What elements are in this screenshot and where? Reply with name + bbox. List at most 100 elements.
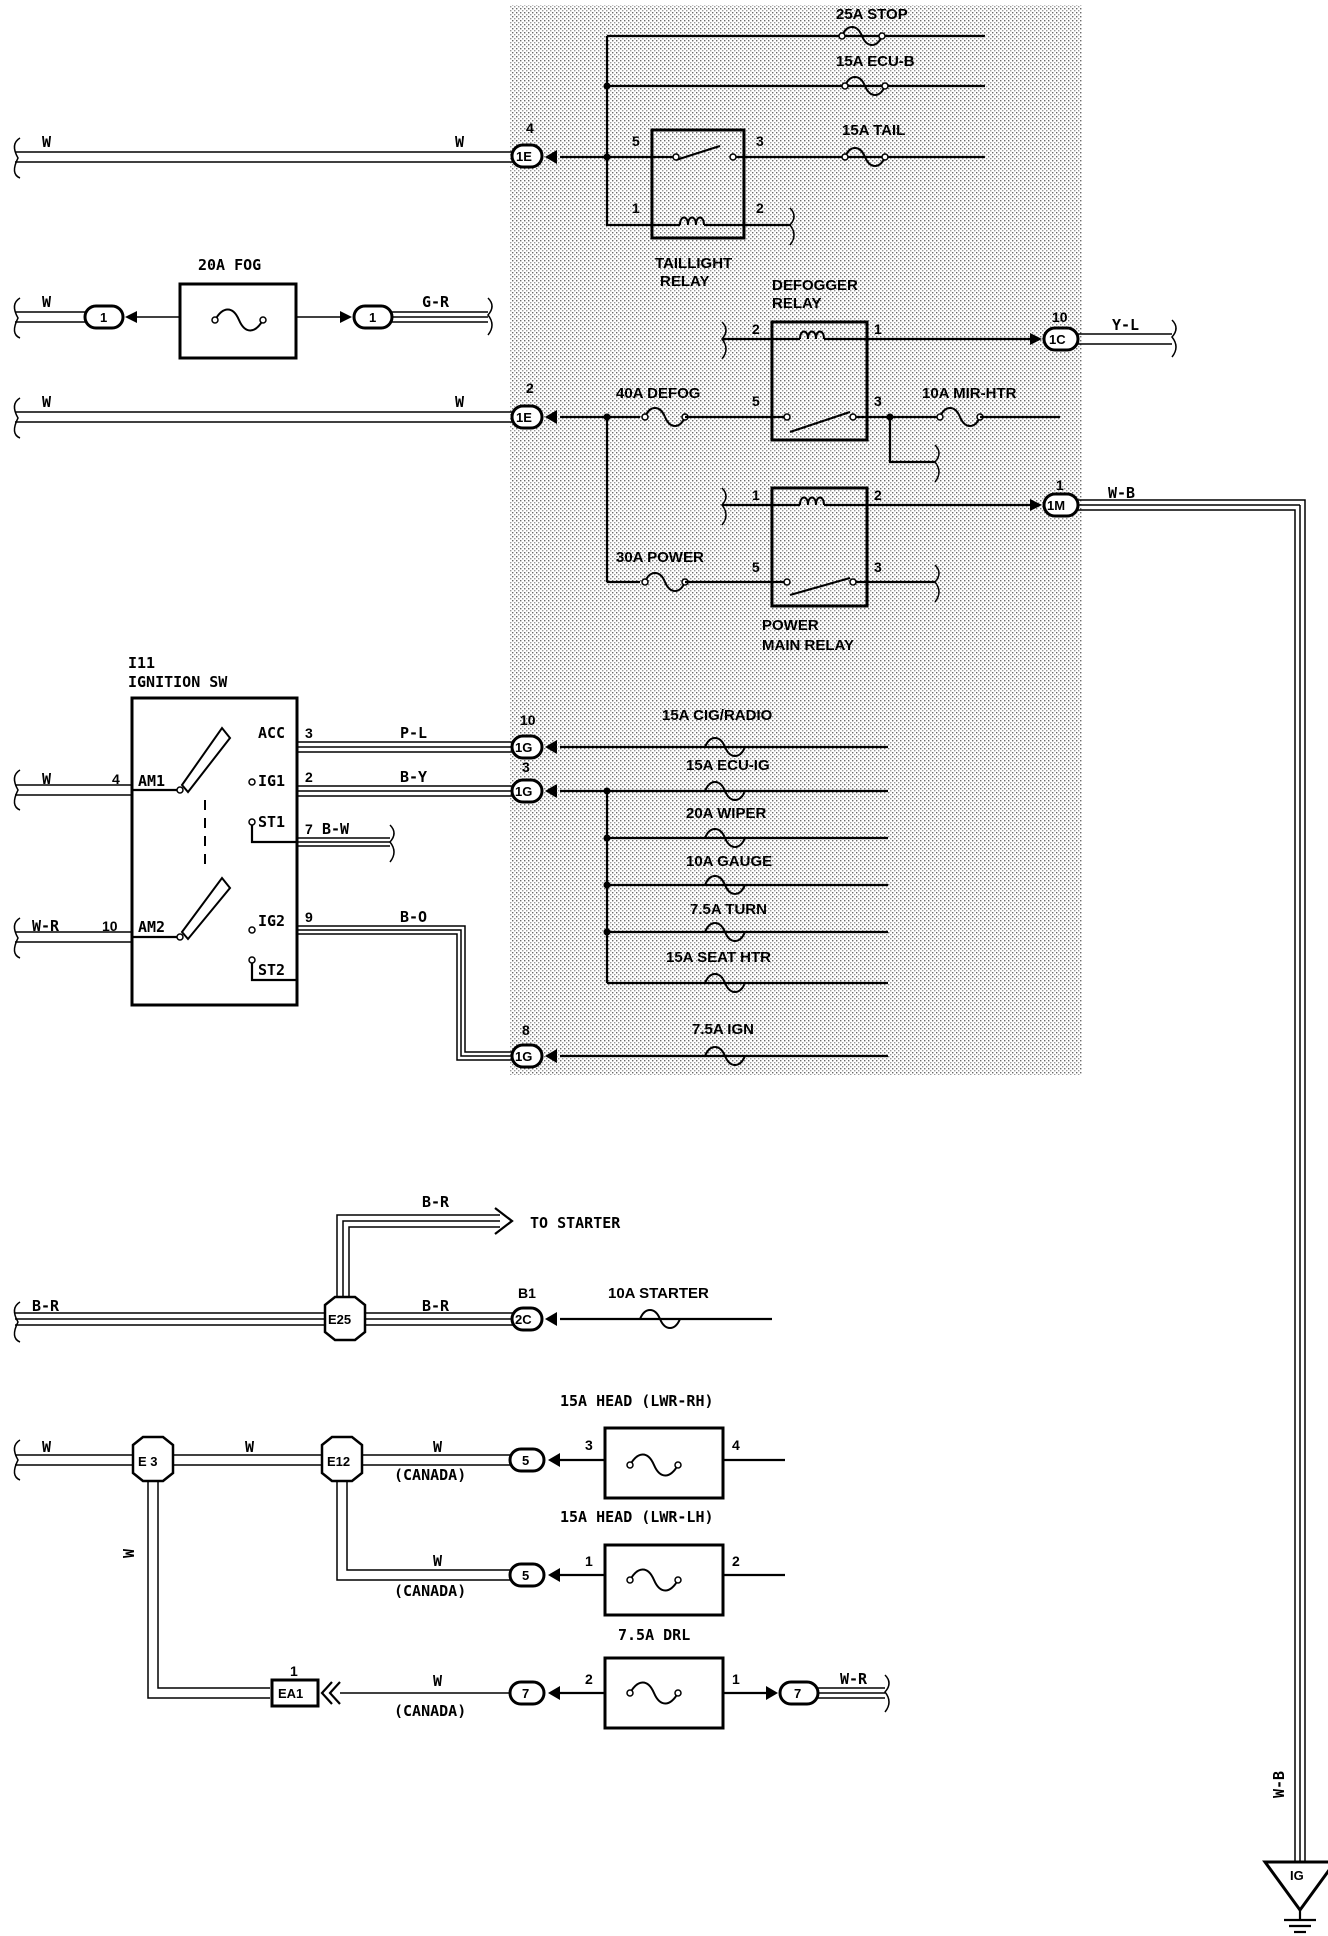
wire-label-by: B-Y [400, 768, 427, 786]
pin-label: 5 [632, 133, 640, 149]
wire-label-wr: W-R [32, 917, 60, 935]
pin-label: 5 [752, 559, 760, 575]
defogger-relay-label: DEFOGGER [772, 277, 858, 294]
to-starter-label: TO STARTER [530, 1214, 621, 1232]
wire-w-1e-second [13, 397, 515, 439]
ig2-wire [297, 925, 515, 1061]
fuse-15a-head-rh-label: 15A HEAD (LWR-RH) [560, 1392, 714, 1410]
ign-sw-name: IGNITION SW [128, 673, 228, 691]
fuse-20a-fog-label: 20A FOG [198, 256, 261, 274]
ground-wire [1078, 499, 1306, 1862]
wire-label-br: B-R [422, 1297, 450, 1315]
pin-label: 3 [305, 725, 313, 741]
pin-label: 5 [752, 393, 760, 409]
defogger-relay [560, 320, 1060, 483]
pin-label: 1 [1056, 477, 1064, 493]
pin-label: 3 [874, 393, 882, 409]
connector-1e [510, 404, 544, 430]
connector-label: 1E [516, 149, 532, 164]
connector-e3: E 3 [138, 1454, 158, 1469]
fog-circuit [13, 282, 493, 360]
switch-term-am2: AM2 [138, 918, 165, 936]
wire-w-1e-top [13, 137, 515, 179]
connector-label: 7 [794, 1686, 801, 1701]
wire-label-yl: Y-L [1112, 316, 1139, 334]
pin-label: 10 [520, 712, 536, 728]
power-main-relay [607, 486, 1042, 608]
taillight-relay-label: RELAY [660, 273, 709, 290]
connector-e12: E12 [327, 1454, 350, 1469]
pin-label: 3 [756, 133, 764, 149]
connector-1c [1042, 326, 1080, 352]
pin-label: 2 [752, 321, 760, 337]
connector-label: 1 [369, 310, 376, 325]
fuse-15a-seathtr-label: 15A SEAT HTR [666, 949, 771, 966]
arrow-icon [545, 150, 557, 164]
ground-label: IG [1290, 1868, 1304, 1883]
ground-symbol [1262, 1860, 1328, 1934]
pin-label: 3 [585, 1437, 593, 1453]
junction-block-shade [510, 5, 1082, 1075]
wire-label-br: B-R [422, 1193, 450, 1211]
connector-label: 1C [1049, 332, 1066, 347]
wire-label-pl: P-L [400, 724, 427, 742]
ig1-wire [297, 785, 515, 797]
wire-label-wr: W-R [840, 1670, 868, 1688]
connector-2c [510, 1306, 544, 1332]
connector-1g [510, 1043, 544, 1069]
switch-term-st2: ST2 [258, 961, 285, 979]
arrow-icon [545, 410, 557, 424]
pin-label: 2 [305, 769, 313, 785]
connector-1g [510, 734, 544, 760]
wire-label-w: W [433, 1438, 443, 1456]
arrow-icon [545, 784, 557, 798]
wire-label-wb: W-B [1108, 484, 1135, 502]
connector-label: 5 [522, 1568, 529, 1583]
switch-term-ig2: IG2 [258, 912, 285, 930]
fuse-75a-drl-label: 7.5A DRL [618, 1626, 690, 1644]
fuse-10a-gauge-label: 10A GAUGE [686, 853, 772, 870]
arrow-icon [545, 740, 557, 754]
pin-label: 2 [585, 1671, 593, 1687]
wire-label-w: W [245, 1438, 255, 1456]
pin-label: 1 [732, 1671, 740, 1687]
top-bus [560, 26, 985, 227]
canada-label: (CANADA) [394, 1466, 466, 1484]
acc-wire [297, 741, 515, 753]
switch-term-st1: ST1 [258, 813, 285, 831]
pin-label: 3 [522, 759, 530, 775]
wire-label-bo: B-O [400, 908, 427, 926]
pin-label: 9 [305, 909, 313, 925]
connector-label: 1E [516, 410, 532, 425]
connector-1g [510, 778, 544, 804]
connector-5 [508, 1447, 546, 1473]
fuse-15a-cigradio-label: 15A CIG/RADIO [662, 707, 773, 724]
wire-label-gr: G-R [422, 293, 450, 311]
connector-1 [83, 304, 125, 330]
power-main-relay-label: MAIN RELAY [762, 637, 854, 654]
connector-7 [508, 1680, 546, 1706]
connector-1e [510, 143, 544, 169]
connector-e25: E25 [328, 1312, 351, 1327]
pin-label: 10 [102, 918, 118, 934]
fuse-10a-starter-label: 10A STARTER [608, 1285, 709, 1302]
fuse-75a-ign-label: 7.5A IGN [692, 1021, 754, 1038]
switch-term-acc: ACC [258, 724, 285, 742]
pin-label: 2 [874, 487, 882, 503]
pin-label: 1 [290, 1663, 298, 1679]
fuse-10a-mirhtr-label: 10A MIR-HTR [922, 385, 1017, 402]
switch-term-am1: AM1 [138, 772, 165, 790]
pin-label: 10 [1052, 309, 1068, 325]
taillight-relay-label: TAILLIGHT [655, 255, 732, 272]
connector-label: 1G [515, 784, 532, 799]
connector-7 [778, 1680, 820, 1706]
canada-label: (CANADA) [394, 1702, 466, 1720]
wire-label-w: W [42, 393, 52, 411]
wire-label-w: W [433, 1672, 443, 1690]
fuse-25a-stop-label: 25A STOP [836, 6, 908, 23]
pin-label: 4 [112, 771, 120, 787]
fuse-15a-ecub-label: 15A ECU-B [836, 53, 915, 70]
connector-label: 2C [515, 1312, 532, 1327]
pin-label: 2 [526, 380, 534, 396]
